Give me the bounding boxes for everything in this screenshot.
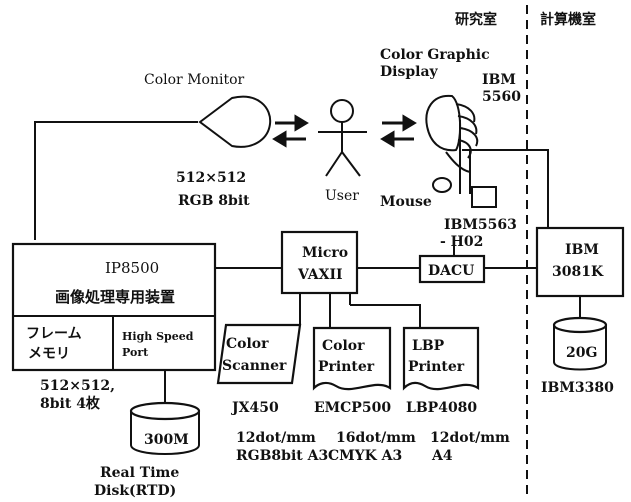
- display-model-1: IBM: [482, 72, 516, 88]
- monitor-spec-resolution: 512×512: [176, 170, 246, 186]
- rtd-label-1: Real Time: [100, 465, 179, 481]
- color-monitor: Color Monitor 512×512 RGB 8bit: [144, 72, 270, 209]
- ip8500-unit: IP8500 画像処理専用装置 フレーム メモリ High Speed Port: [13, 244, 215, 370]
- rtd-label-2: Disk(RTD): [94, 483, 176, 499]
- display-icon: [426, 96, 460, 150]
- lbp-printer-model: LBP4080: [406, 400, 477, 416]
- microvax-label-1: Micro: [302, 245, 348, 261]
- color-scanner-spec-1: 12dot/mm: [236, 430, 316, 446]
- color-scanner-label-2: Scanner: [222, 358, 287, 374]
- lbp-printer-label-2: Printer: [408, 359, 465, 375]
- ip8500-name: IP8500: [105, 259, 159, 277]
- keyboard-icon: [472, 187, 496, 207]
- color-scanner-model: JX450: [230, 400, 279, 416]
- color-monitor-label: Color Monitor: [144, 72, 245, 88]
- disk-icon: [131, 403, 199, 419]
- controller-label-2: - H02: [440, 234, 483, 250]
- high-speed-port-label-2: Port: [122, 346, 149, 359]
- disk-20g-label: IBM3380: [541, 380, 614, 396]
- ibm-3081k-label-1: IBM: [565, 242, 599, 258]
- microvax-label-2: VAXII: [297, 267, 343, 283]
- color-graphic-display: Color Graphic Display IBM 5560 Mouse: [380, 47, 521, 210]
- color-printer-model: EMCP500: [314, 400, 391, 416]
- ip8500-description: 画像処理専用装置: [55, 288, 175, 306]
- color-printer-spec-1: 16dot/mm: [336, 430, 416, 446]
- color-printer-spec-2: CMYK A3: [328, 448, 402, 464]
- monitor-icon: [200, 97, 270, 147]
- mouse-icon: [433, 178, 451, 192]
- zone-label-computer-room: 計算機室: [540, 11, 596, 28]
- dacu-unit: DACU: [420, 256, 484, 282]
- frame-memory-label-2: メモリ: [28, 346, 70, 362]
- rtd-capacity: 300M: [144, 432, 189, 448]
- color-printer: Color Printer EMCP500 16dot/mm CMYK A3: [314, 328, 416, 464]
- display-label-2: Display: [380, 64, 439, 80]
- monitor-spec-depth: RGB 8bit: [178, 193, 250, 209]
- dacu-label: DACU: [428, 263, 474, 279]
- color-printer-label-2: Printer: [318, 359, 375, 375]
- display-model-2: 5560: [482, 89, 521, 105]
- user-figure: User: [318, 100, 367, 204]
- disk-20g-capacity: 20G: [566, 345, 597, 361]
- lbp-printer-spec-2: A4: [431, 448, 453, 464]
- lbp-printer-label-1: LBP: [412, 338, 445, 354]
- ibm-3081k-label-2: 3081K: [552, 264, 604, 280]
- ibm-3081k-unit: IBM 3081K: [537, 228, 623, 296]
- color-scanner-spec-2: RGB8bit A3: [236, 448, 328, 464]
- frame-memory-spec-2: 8bit 4枚: [40, 395, 101, 412]
- rtd-disk: 300M Real Time Disk(RTD): [94, 403, 199, 499]
- disk-icon: [554, 318, 606, 332]
- user-icon: [331, 100, 353, 122]
- color-scanner-label-1: Color: [226, 336, 269, 352]
- user-label: User: [325, 188, 359, 204]
- high-speed-port-label-1: High Speed: [122, 330, 194, 343]
- frame-memory-spec-1: 512×512,: [40, 378, 115, 394]
- lbp-printer-spec-1: 12dot/mm: [430, 430, 510, 446]
- color-printer-label-1: Color: [322, 338, 365, 354]
- disk-20g: 20G IBM3380: [541, 318, 614, 396]
- zone-label-lab: 研究室: [455, 11, 497, 28]
- color-scanner: Color Scanner JX450 12dot/mm RGB8bit A3: [218, 325, 328, 464]
- display-label-1: Color Graphic: [380, 47, 490, 63]
- controller-label-1: IBM5563: [444, 217, 517, 233]
- frame-memory-label-1: フレーム: [26, 326, 82, 342]
- lbp-printer: LBP Printer LBP4080 12dot/mm A4: [404, 328, 510, 464]
- microvax-unit: Micro VAXII: [282, 232, 357, 293]
- mouse-label: Mouse: [380, 194, 432, 210]
